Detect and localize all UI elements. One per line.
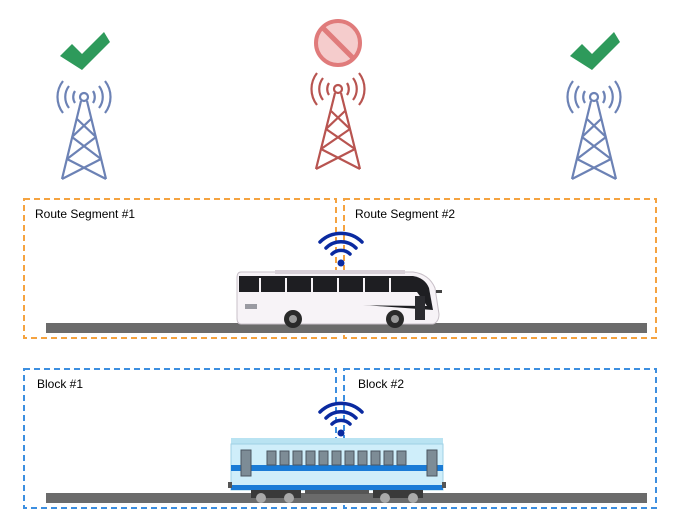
wifi-icon (318, 401, 364, 437)
checkmark-icon (60, 32, 110, 70)
cell-tower-right (566, 32, 622, 180)
route-segment-2-label: Route Segment #2 (355, 207, 456, 221)
radio-tower-icon (310, 72, 366, 170)
route-segment-1-label: Route Segment #1 (35, 207, 136, 221)
route-segment-1-box (23, 198, 337, 339)
rail-track (46, 493, 647, 503)
radio-tower-icon (566, 80, 622, 180)
cell-tower-center (310, 19, 366, 170)
route-segment-2-box (343, 198, 657, 339)
wifi-icon (318, 231, 364, 267)
prohibited-icon (314, 19, 362, 67)
road-track (46, 323, 647, 333)
radio-tower-icon (56, 80, 112, 180)
checkmark-icon (570, 32, 620, 70)
bus-icon (236, 270, 442, 328)
block-2-label: Block #2 (358, 377, 405, 391)
train-car-icon (228, 438, 446, 503)
block-1-label: Block #1 (37, 377, 84, 391)
cell-tower-left (56, 32, 112, 180)
